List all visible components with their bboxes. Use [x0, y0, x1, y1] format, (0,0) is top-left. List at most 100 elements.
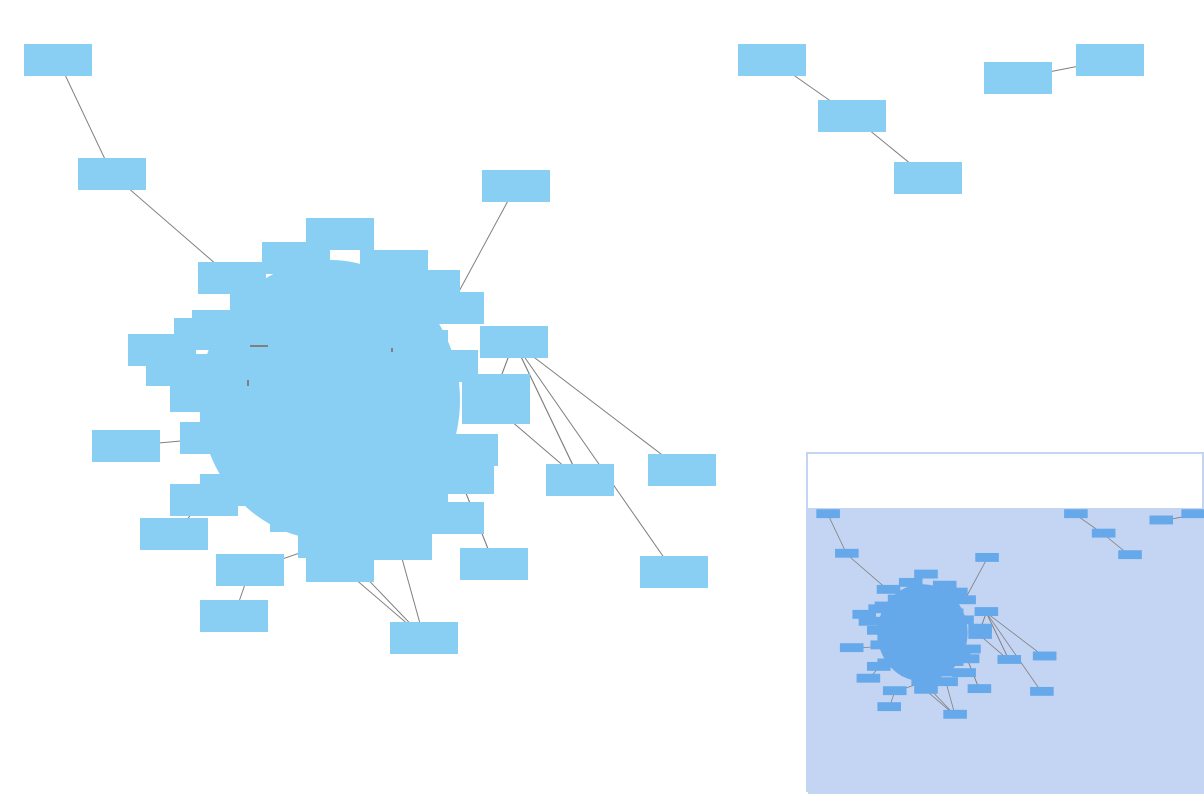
- graph-node[interactable]: [78, 158, 146, 190]
- graph-node[interactable]: [280, 410, 348, 442]
- overview-node: [835, 548, 859, 558]
- overview-node: [877, 632, 901, 642]
- overview-node: [1064, 509, 1088, 519]
- overview-panel[interactable]: [806, 452, 1204, 794]
- overview-node: [891, 608, 915, 618]
- overview-node: [975, 552, 999, 562]
- graph-node[interactable]: [390, 622, 458, 654]
- overview-node: [943, 625, 967, 635]
- overview-node: [905, 636, 929, 646]
- overview-edge: [986, 612, 1043, 693]
- overview-map[interactable]: [808, 508, 1204, 794]
- overview-node: [877, 658, 901, 668]
- overview-edge: [827, 514, 848, 555]
- graph-node[interactable]: [1076, 44, 1144, 76]
- graph-node[interactable]: [462, 392, 530, 424]
- graph-node[interactable]: [92, 430, 160, 462]
- overview-node: [898, 577, 923, 587]
- overview-node: [952, 668, 976, 678]
- overview-node: [967, 684, 992, 694]
- graph-nodes: [24, 44, 1144, 654]
- overview-edge: [986, 612, 1045, 658]
- overview-node: [929, 594, 954, 604]
- overview-node: [919, 608, 943, 618]
- overview-nodes: [816, 509, 1204, 719]
- graph-node[interactable]: [270, 500, 338, 532]
- overview-node: [876, 584, 901, 594]
- overview-node: [868, 604, 892, 614]
- overview-node: [912, 598, 936, 607]
- graph-node[interactable]: [320, 330, 388, 362]
- graph-edge: [449, 185, 517, 309]
- overview-node: [856, 673, 881, 683]
- graph-node[interactable]: [818, 100, 886, 132]
- overview-node: [932, 643, 957, 653]
- graph-node[interactable]: [262, 242, 330, 274]
- overview-node: [887, 594, 912, 604]
- graph-node[interactable]: [390, 380, 458, 412]
- overview-node: [905, 591, 929, 601]
- graph-node[interactable]: [198, 262, 266, 294]
- graph-node[interactable]: [330, 380, 398, 412]
- graph-node[interactable]: [400, 440, 468, 472]
- overview-node: [997, 655, 1022, 664]
- overview-node: [968, 630, 992, 639]
- graph-node[interactable]: [364, 528, 432, 560]
- overview-node: [934, 677, 958, 687]
- graph-node[interactable]: [260, 350, 328, 382]
- overview-node: [1030, 686, 1054, 696]
- overview-node: [898, 615, 922, 625]
- overview-node: [858, 616, 883, 626]
- overview-node: [901, 667, 926, 677]
- overview-node: [839, 643, 864, 653]
- graph-node[interactable]: [380, 470, 448, 502]
- overview-node: [944, 587, 968, 597]
- overview-node: [1032, 651, 1057, 661]
- graph-edge: [57, 59, 113, 175]
- graph-node[interactable]: [460, 548, 528, 580]
- overview-node: [1181, 509, 1204, 519]
- graph-node[interactable]: [416, 292, 484, 324]
- overview-node: [932, 580, 957, 590]
- overview-node: [955, 654, 980, 664]
- graph-node[interactable]: [546, 464, 614, 496]
- overview-node: [952, 595, 976, 605]
- overview-edge: [846, 554, 889, 591]
- overview-node: [1118, 550, 1142, 560]
- graph-node[interactable]: [648, 454, 716, 486]
- overview-header: [808, 454, 1202, 506]
- graph-node[interactable]: [984, 62, 1052, 94]
- graph-node[interactable]: [24, 44, 92, 76]
- graph-node[interactable]: [306, 550, 374, 582]
- graph-node[interactable]: [200, 400, 268, 432]
- overview-node: [882, 686, 907, 696]
- overview-node: [887, 653, 912, 663]
- graph-node[interactable]: [738, 44, 806, 76]
- graph-node[interactable]: [220, 440, 288, 472]
- graph-node[interactable]: [140, 518, 208, 550]
- overview-node: [816, 509, 840, 519]
- overview-node: [939, 657, 964, 666]
- overview-node: [912, 643, 936, 653]
- graph-node[interactable]: [200, 600, 268, 632]
- graph-node[interactable]: [410, 350, 478, 382]
- graph-edge: [513, 341, 581, 481]
- overview-node: [852, 609, 877, 619]
- overview-node: [1091, 528, 1116, 538]
- graph-node[interactable]: [320, 455, 388, 487]
- graph-edge: [513, 341, 675, 573]
- graph-node[interactable]: [640, 556, 708, 588]
- graph-node[interactable]: [350, 290, 418, 322]
- overview-node: [968, 623, 992, 633]
- graph-edge: [513, 341, 683, 471]
- graph-node[interactable]: [894, 162, 962, 194]
- overview-node: [870, 640, 895, 650]
- graph-node[interactable]: [350, 500, 418, 532]
- overview-node: [925, 660, 950, 670]
- overview-node: [894, 625, 919, 635]
- graph-node[interactable]: [480, 326, 548, 358]
- graph-node[interactable]: [216, 554, 284, 586]
- overview-node: [922, 625, 947, 635]
- graph-node[interactable]: [482, 170, 550, 202]
